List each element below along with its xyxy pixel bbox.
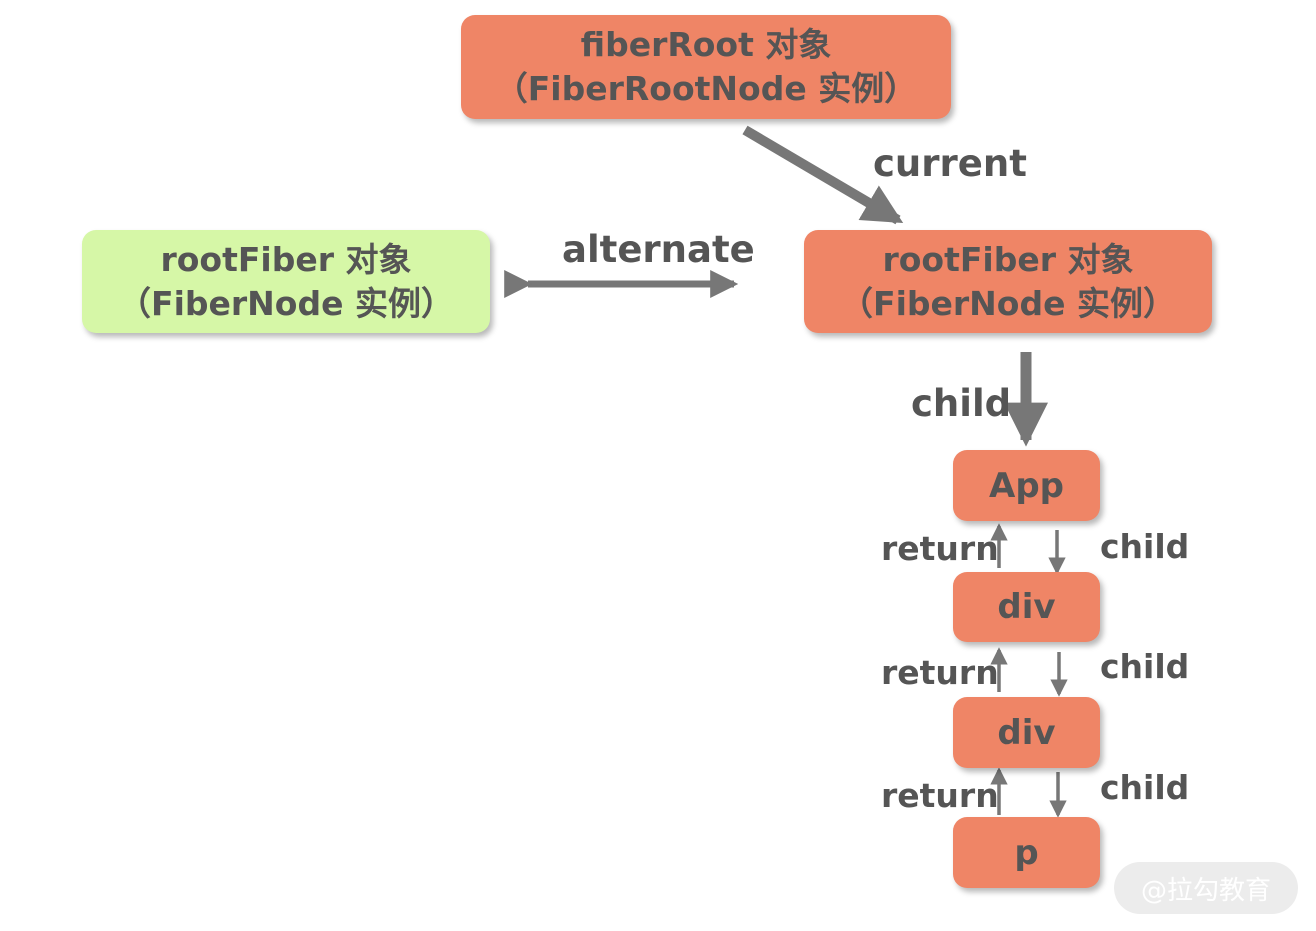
div-node-1-label: div (997, 587, 1056, 627)
div1-child-label: child (1100, 647, 1190, 686)
root-fiber-current-subtitle: （FiberNode 实例） (840, 283, 1176, 323)
fiber-root-title: fiberRoot 对象 (580, 25, 832, 64)
fiber-root-node: fiberRoot 对象 （FiberRootNode 实例） (461, 15, 951, 119)
div1-return-label: return (881, 653, 999, 692)
root-fiber-current-title: rootFiber 对象 (882, 239, 1134, 279)
app-node: App (953, 450, 1100, 521)
alternate-label: alternate (562, 228, 755, 271)
root-fiber-current-node: rootFiber 对象 （FiberNode 实例） (804, 230, 1212, 333)
root-child-label: child (911, 382, 1012, 425)
p-node-label: p (1014, 832, 1039, 873)
app-node-label: App (989, 465, 1064, 506)
div2-child-label: child (1100, 768, 1190, 807)
app-return-label: return (881, 529, 999, 568)
app-child-label: child (1100, 527, 1190, 566)
div-node-1: div (953, 572, 1100, 642)
root-fiber-alternate-node: rootFiber 对象 （FiberNode 实例） (82, 230, 490, 333)
current-arrow (742, 125, 904, 225)
p-node: p (953, 817, 1100, 888)
div-node-2-label: div (997, 712, 1056, 753)
div-node-2: div (953, 697, 1100, 768)
root-fiber-alternate-subtitle: （FiberNode 实例） (118, 283, 454, 323)
root-fiber-alternate-title: rootFiber 对象 (160, 239, 412, 279)
watermark: @拉勾教育 (1114, 862, 1298, 914)
fiber-root-subtitle: （FiberRootNode 实例） (494, 69, 918, 108)
div2-return-label: return (881, 776, 999, 815)
current-label: current (873, 142, 1027, 185)
